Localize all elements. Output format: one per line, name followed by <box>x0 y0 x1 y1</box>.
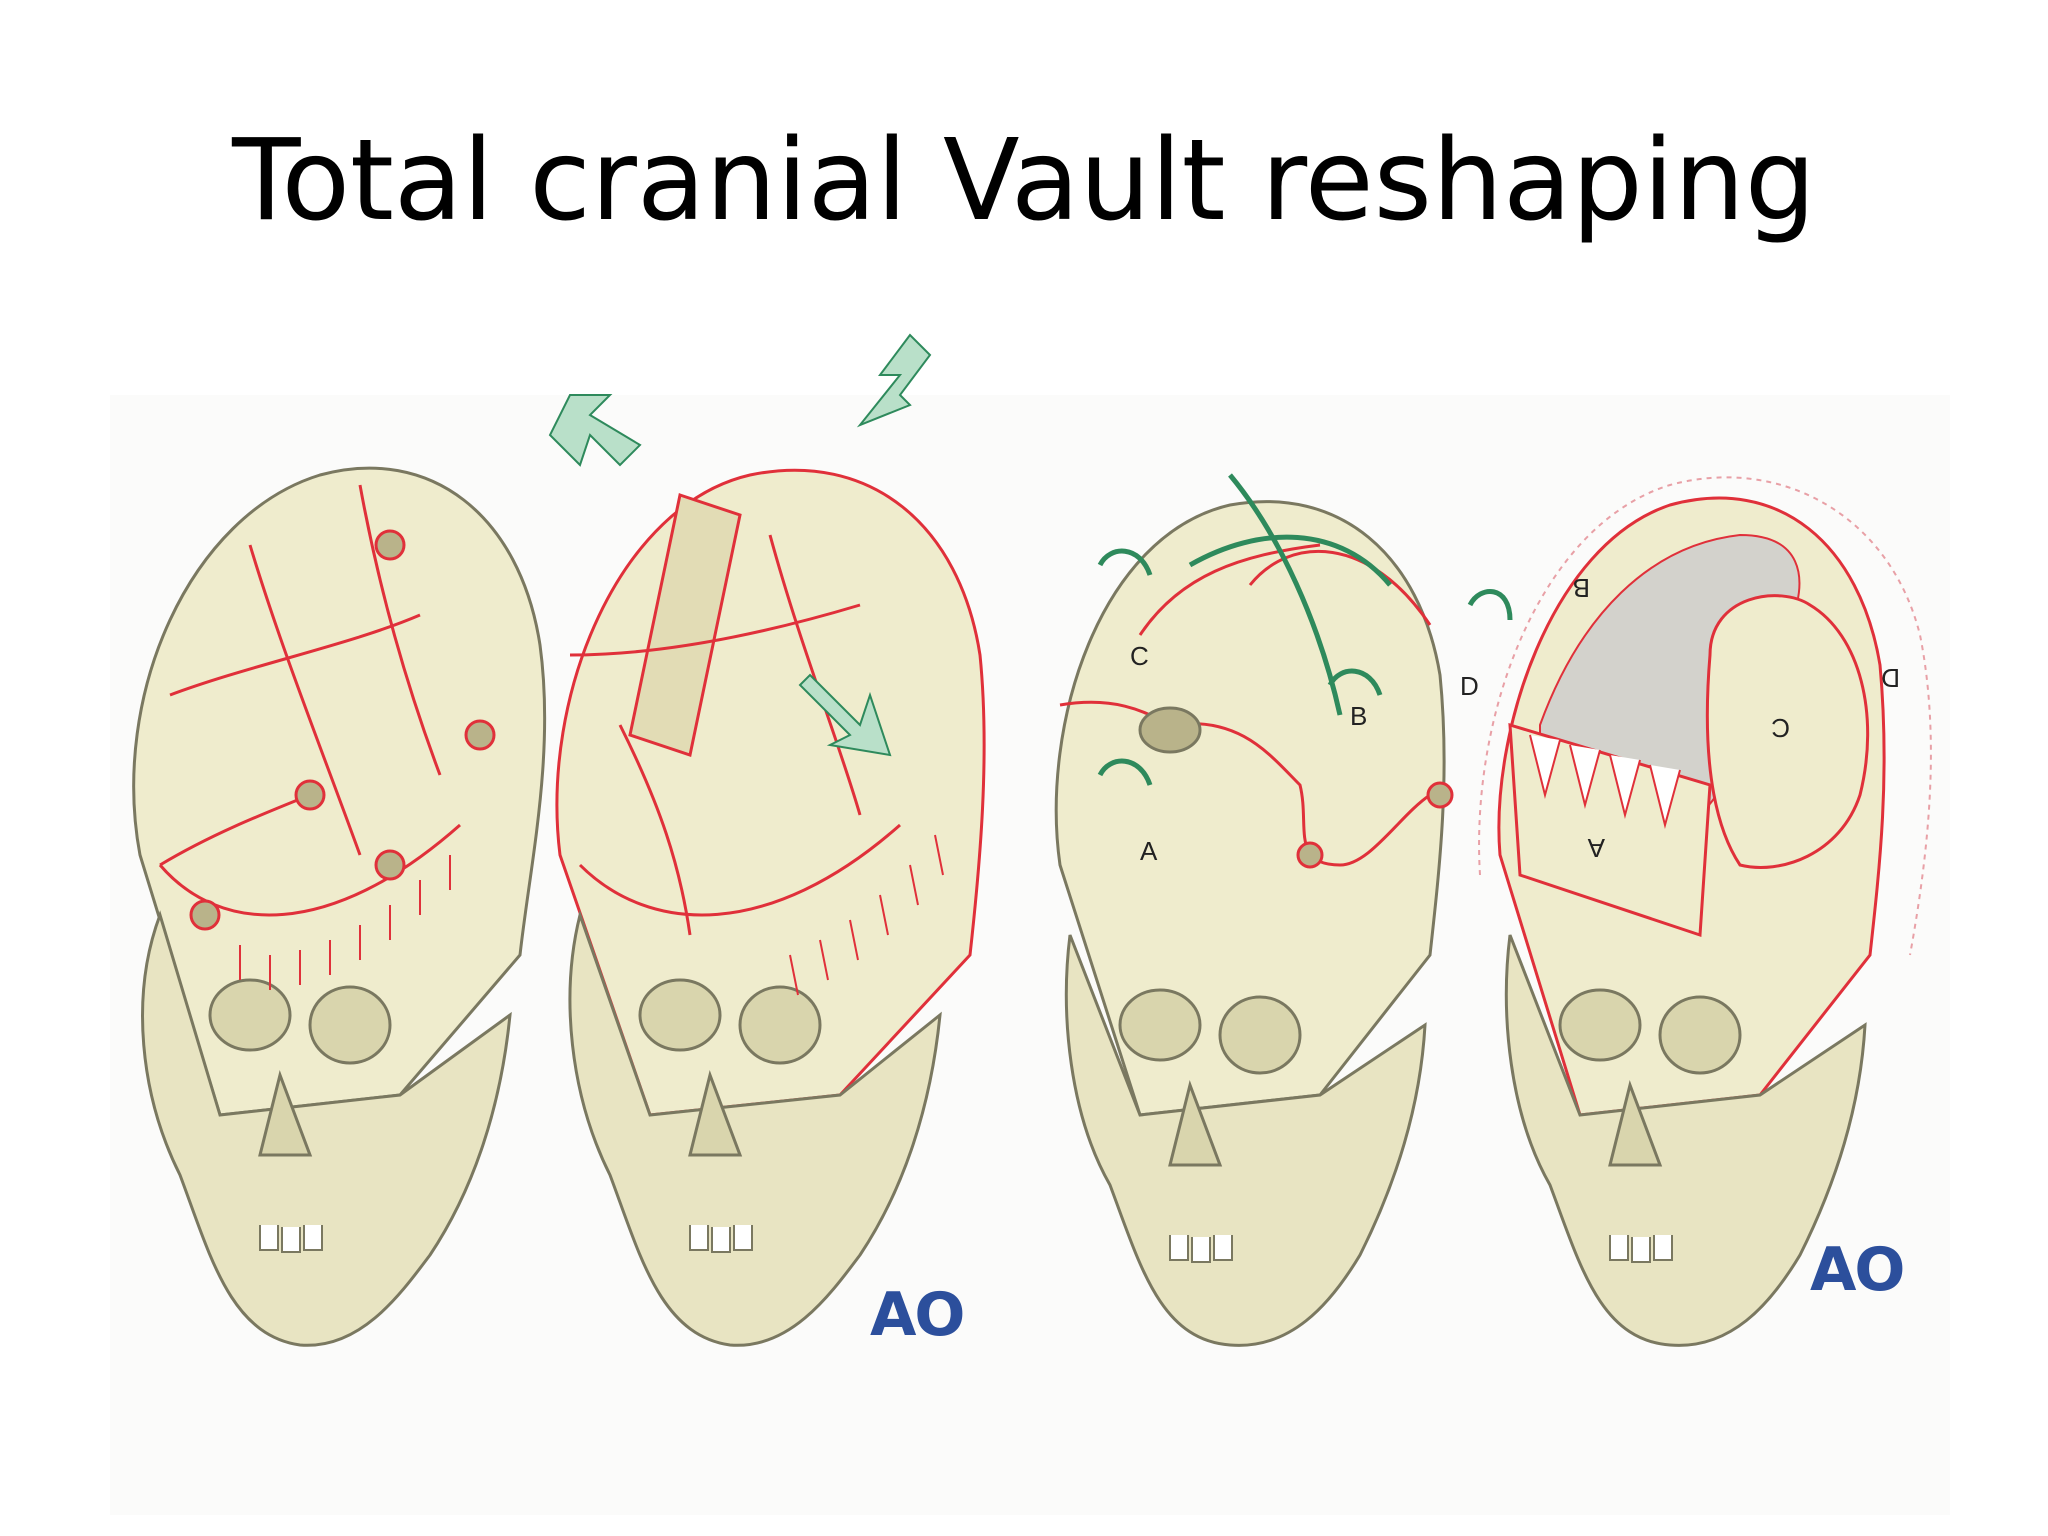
eye-orbit-left <box>1118 988 1202 1062</box>
eye-orbit-right <box>738 985 822 1065</box>
skull-panel-3: A B C D <box>1054 473 1513 1347</box>
segment-label-d: D <box>1460 671 1479 701</box>
segment-label-a: A <box>1587 833 1605 863</box>
barrel-stave-cuts <box>789 834 944 996</box>
skull-cranium <box>132 466 547 1117</box>
segment-label-d: D <box>1881 663 1900 693</box>
osteotomy-lines <box>158 484 461 917</box>
burr-hole <box>464 719 496 751</box>
eye-orbit-right <box>1658 995 1742 1075</box>
segment-label-a: A <box>1140 836 1158 866</box>
skull-panel-1 <box>132 466 547 1347</box>
burr-hole <box>374 849 406 881</box>
bone-plug <box>1138 706 1202 754</box>
skull-face <box>141 910 512 1347</box>
nasal-cavity <box>688 1069 743 1157</box>
eye-orbit-right <box>1218 995 1302 1075</box>
burr-hole <box>189 899 221 931</box>
teeth <box>1609 1235 1673 1263</box>
ao-logo: AO <box>1810 1235 1905 1305</box>
skull-face <box>1504 934 1867 1347</box>
skull-face <box>1064 934 1427 1347</box>
rotation-arrow <box>1097 758 1153 786</box>
skull-face <box>568 909 942 1347</box>
nasal-cavity <box>1168 1079 1223 1167</box>
segment-label-b: B <box>1350 701 1367 731</box>
burr-hole <box>1426 781 1454 809</box>
teeth <box>689 1225 753 1253</box>
teeth <box>259 1225 323 1253</box>
eye-orbit-left <box>208 978 292 1052</box>
inward-arrow <box>856 333 932 428</box>
segment-label-c: C <box>1130 641 1149 671</box>
skull-panel-4: A B C D <box>1478 476 1932 1347</box>
segment-c-plate <box>1705 594 1870 869</box>
rotation-arrow <box>1097 548 1153 576</box>
skull-cranium <box>1054 500 1446 1117</box>
burr-hole <box>294 779 326 811</box>
burr-hole <box>374 529 406 561</box>
eye-orbit-left <box>638 978 722 1052</box>
posterior-arrow <box>798 673 892 757</box>
outward-arrow <box>548 394 642 467</box>
barrel-stave-cuts <box>1529 734 1681 829</box>
osteotomy-ticks <box>239 855 451 990</box>
rotation-arrow <box>1467 589 1513 621</box>
teeth <box>1169 1235 1233 1263</box>
ao-logo: AO <box>870 1280 965 1350</box>
page-title: Total cranial Vault reshaping <box>232 116 1816 246</box>
segment-label-b: B <box>1573 573 1590 603</box>
crossing-arrow <box>1188 473 1392 716</box>
osteotomy-lines <box>569 534 901 936</box>
eye-orbit-left <box>1558 988 1642 1062</box>
burr-hole <box>1296 841 1324 869</box>
prior-contour <box>1478 476 1932 956</box>
segment-label-c: C <box>1771 713 1790 743</box>
midline-bone-strip <box>628 493 742 757</box>
skull-panel-2 <box>548 333 986 1347</box>
nasal-cavity <box>258 1069 313 1157</box>
nasal-cavity <box>1608 1079 1663 1167</box>
eye-orbit-right <box>308 985 392 1065</box>
